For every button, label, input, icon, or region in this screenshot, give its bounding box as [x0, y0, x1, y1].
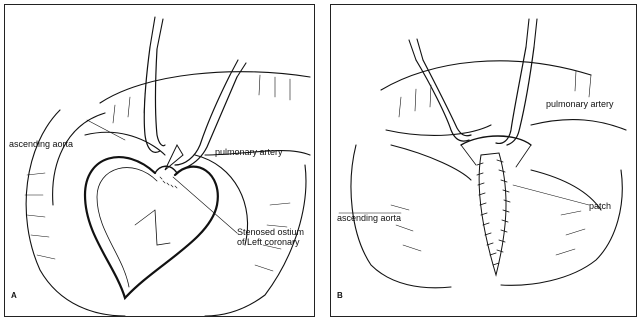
- label-stenosed-ostium: Stenosed ostium: [237, 227, 304, 237]
- label-pulmonary-artery: pulmonary artery: [546, 99, 614, 109]
- label-left-coronary: of Left coronary: [237, 237, 300, 247]
- label-ascending-aorta: ascending aorta: [9, 139, 73, 149]
- panel-letter-b: B: [337, 291, 343, 300]
- panel-a-drawing: [5, 5, 314, 316]
- panel-b-drawing: [331, 5, 636, 316]
- pulmonary-artery-outline: [100, 72, 310, 103]
- panel-letter-a: A: [11, 291, 17, 300]
- leader-ascending-aorta: [87, 120, 125, 140]
- panel-a: ascending aorta pulmonary artery Stenose…: [4, 4, 315, 317]
- label-patch: patch: [589, 201, 611, 211]
- pulmonary-artery-outline: [381, 61, 591, 90]
- panel-b: pulmonary artery ascending aorta patch B: [330, 4, 637, 317]
- label-ascending-aorta: ascending aorta: [337, 213, 401, 223]
- label-pulmonary-artery: pulmonary artery: [215, 147, 283, 157]
- leader-stenosed-ostium: [173, 177, 237, 233]
- retractor-left: [409, 39, 423, 60]
- retractor-left: [150, 17, 163, 49]
- aortic-opening: [85, 157, 218, 298]
- retractor-right: [230, 60, 246, 77]
- retractor-right: [526, 19, 537, 47]
